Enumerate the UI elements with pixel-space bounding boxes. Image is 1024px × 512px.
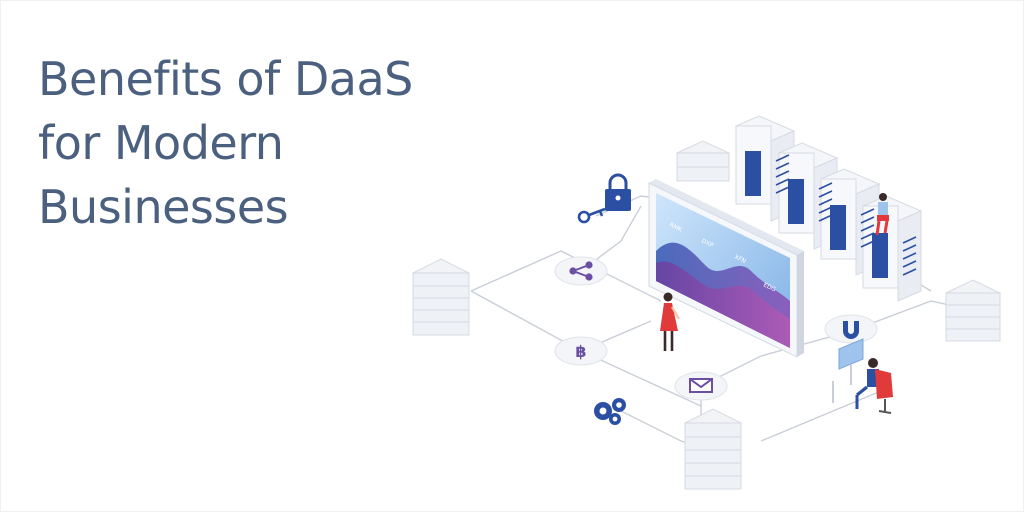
server-rack-4 xyxy=(861,195,923,302)
server-stack-left xyxy=(411,258,471,336)
share-icon xyxy=(569,261,593,281)
title-line-2: for Modern xyxy=(38,116,284,170)
bitcoin-icon: ฿ xyxy=(575,342,586,361)
rack-vents xyxy=(775,154,917,276)
dashboard-label-3: XFN xyxy=(733,254,747,266)
analytics-dashboard-screen: RMK DXP XFN EDG xyxy=(648,179,804,358)
magnet-node xyxy=(824,314,878,344)
title-line-1: Benefits of DaaS xyxy=(38,52,413,106)
workstation xyxy=(832,338,893,414)
server-stack-bottom xyxy=(683,408,743,490)
share-node xyxy=(554,256,608,286)
woman-figure xyxy=(660,292,680,351)
server-racks xyxy=(734,115,923,302)
daas-illustration: RMK DXP XFN EDG ฿ xyxy=(411,115,1002,490)
envelope-icon xyxy=(689,378,713,393)
title-line-3: Businesses xyxy=(38,180,289,234)
magnet-icon xyxy=(843,321,859,339)
key-icon xyxy=(577,207,606,224)
person-on-rack xyxy=(875,193,889,236)
lock-icon xyxy=(605,173,631,211)
server-stack-top xyxy=(675,140,731,182)
dashboard-label-2: DXP xyxy=(700,238,715,250)
page-title: Benefits of DaaS for Modern Businesses xyxy=(38,47,413,239)
server-stack-right xyxy=(944,279,1002,342)
bitcoin-node: ฿ xyxy=(554,336,608,366)
envelope-node xyxy=(674,371,728,401)
gears-icon xyxy=(594,398,626,425)
